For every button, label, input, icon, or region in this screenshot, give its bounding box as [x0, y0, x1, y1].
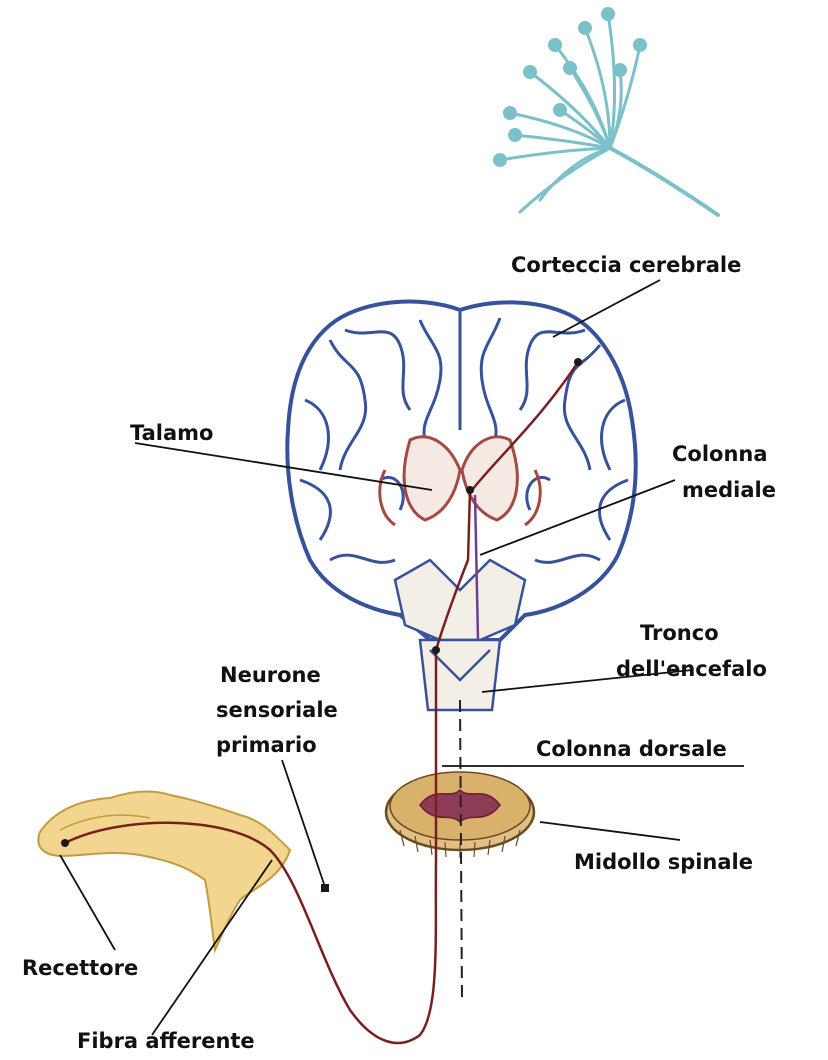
- label-tronco-2: dell'encefalo: [616, 657, 767, 681]
- brain-coronal-section: [287, 302, 635, 710]
- label-tronco-1: Tronco: [640, 621, 719, 645]
- label-midollo-spinale: Midollo spinale: [574, 850, 753, 874]
- label-talamo: Talamo: [130, 421, 213, 445]
- label-colonna-mediale-2: mediale: [682, 478, 776, 502]
- finger-illustration: [38, 792, 290, 950]
- label-colonna-dorsale: Colonna dorsale: [536, 737, 727, 761]
- label-colonna-mediale-1: Colonna: [672, 442, 768, 466]
- label-neurone-2: sensoriale: [216, 698, 338, 722]
- label-corteccia-cerebrale: Corteccia cerebrale: [511, 253, 741, 277]
- label-neurone-1: Neurone: [220, 663, 321, 687]
- label-neurone-3: primario: [216, 733, 317, 757]
- label-fibra-afferente: Fibra afferente: [77, 1029, 255, 1053]
- label-recettore: Recettore: [22, 956, 138, 980]
- dandelion-logo-icon: [495, 9, 718, 215]
